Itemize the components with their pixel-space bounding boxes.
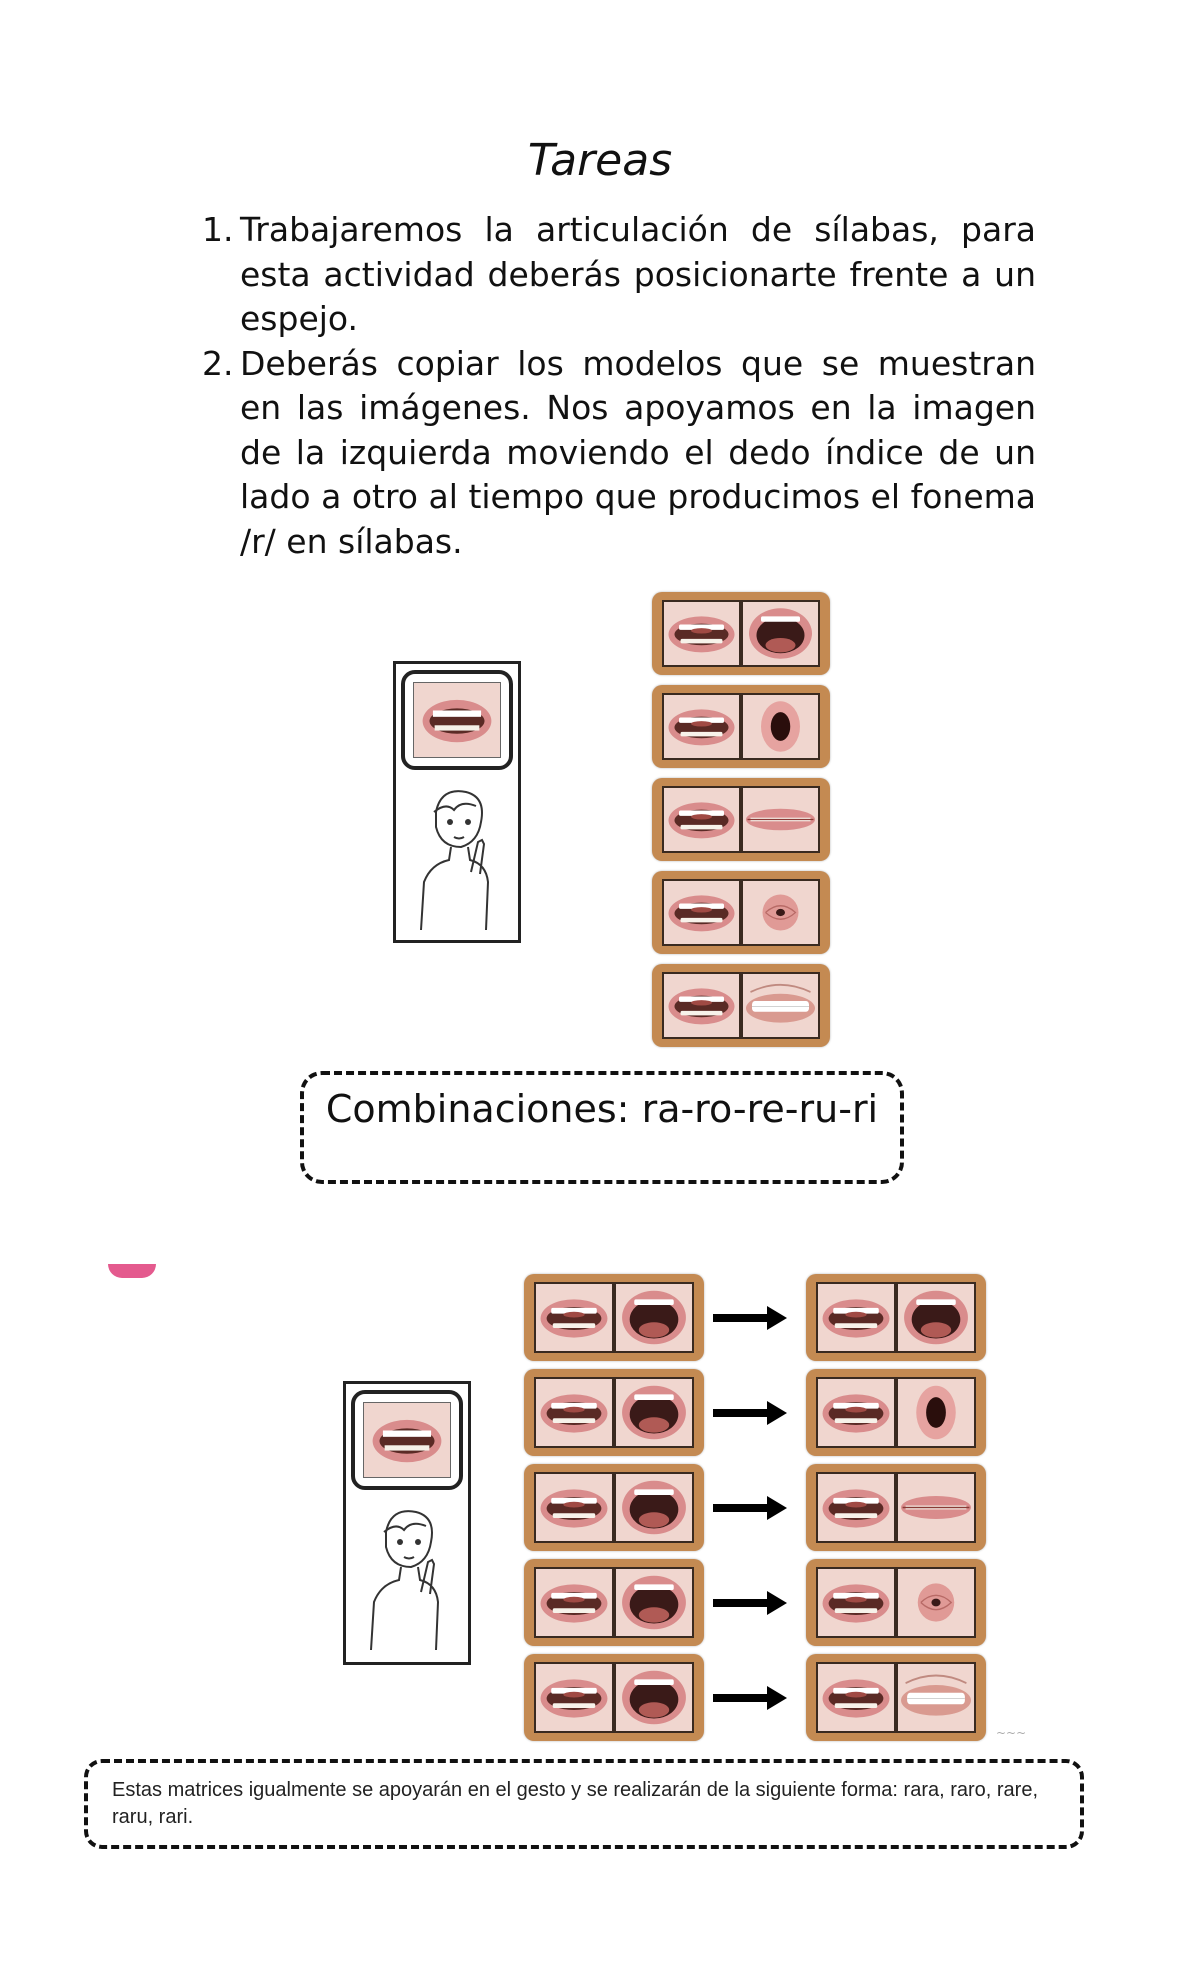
mouth-pair-frame xyxy=(524,1274,704,1361)
mouth-pair-frame xyxy=(652,871,830,954)
mouth-pair-frame xyxy=(652,778,830,861)
watermark-logo: ~~~ xyxy=(996,1726,1027,1740)
pink-decoration xyxy=(108,1264,156,1278)
mouth-pair-frame xyxy=(524,1464,704,1551)
mouth-open-a-image xyxy=(614,1377,694,1448)
mouth-pair-frame xyxy=(524,1559,704,1646)
mouth-tongue-r-image xyxy=(662,786,741,853)
mouth-smile-i-image xyxy=(741,972,820,1039)
mouth-tongue-r-image xyxy=(534,1377,614,1448)
task-item-2: 2. Deberás copiar los modelos que se mue… xyxy=(202,342,1036,565)
gesture-card xyxy=(343,1381,471,1665)
mouth-pair-frame xyxy=(806,1274,986,1361)
mouth-tongue-r-image xyxy=(534,1472,614,1543)
mouth-pair-frame xyxy=(806,1654,986,1741)
task-list: 1. Trabajaremos la articulación de sílab… xyxy=(202,208,1036,564)
gesture-mouth-image xyxy=(401,670,513,770)
mouth-tongue-r-image xyxy=(662,972,741,1039)
note-box: Estas matrices igualmente se apoyarán en… xyxy=(84,1759,1084,1849)
mouth-spread-e-image xyxy=(896,1472,976,1543)
mouth-open-a-image xyxy=(614,1662,694,1733)
mouth-open-a-image xyxy=(614,1472,694,1543)
mouth-smile-i-image xyxy=(896,1662,976,1733)
task-text: Trabajaremos la articulación de sílabas,… xyxy=(240,210,1036,338)
gesture-mouth-image xyxy=(351,1390,463,1490)
mouth-open-a-image xyxy=(614,1567,694,1638)
task-text: Deberás copiar los modelos que se muestr… xyxy=(240,343,1036,561)
mouth-pair-frame xyxy=(524,1369,704,1456)
boy-figure-icon xyxy=(370,1510,440,1651)
mouth-pair-frame xyxy=(806,1464,986,1551)
arrow-right-icon xyxy=(713,1401,787,1429)
boy-figure-icon xyxy=(420,790,490,931)
gesture-card xyxy=(393,661,521,943)
mouth-pair-frame xyxy=(652,685,830,768)
mouth-tongue-r-image xyxy=(534,1662,614,1733)
mouth-open-a-image xyxy=(741,600,820,667)
arrow-right-icon xyxy=(713,1591,787,1619)
mouth-pair-frame xyxy=(652,964,830,1047)
arrow-right-icon xyxy=(713,1496,787,1524)
mouth-round-o-image xyxy=(741,693,820,760)
task-item-1: 1. Trabajaremos la articulación de sílab… xyxy=(202,208,1036,342)
mouth-pair-frame xyxy=(524,1654,704,1741)
mouth-image xyxy=(414,683,500,757)
arrow-right-icon xyxy=(713,1686,787,1714)
mouth-tongue-r-image xyxy=(816,1662,896,1733)
mouth-tongue-r-image xyxy=(816,1472,896,1543)
mouth-pucker-u-image xyxy=(741,879,820,946)
mouth-tongue-r-image xyxy=(662,600,741,667)
mouth-pair-frame xyxy=(806,1369,986,1456)
mouth-tongue-r-image xyxy=(662,693,741,760)
mouth-pucker-u-image xyxy=(896,1567,976,1638)
mouth-round-o-image xyxy=(896,1377,976,1448)
mouth-tongue-r-image xyxy=(816,1567,896,1638)
arrow-right-icon xyxy=(713,1306,787,1334)
mouth-image xyxy=(364,1403,450,1477)
task-number: 1. xyxy=(202,210,234,249)
task-number: 2. xyxy=(202,343,234,383)
mouth-pair-frame xyxy=(652,592,830,675)
mouth-tongue-r-image xyxy=(534,1567,614,1638)
combinations-box: Combinaciones: ra-ro-re-ru-ri xyxy=(300,1071,904,1184)
mouth-pair-frame xyxy=(806,1559,986,1646)
mouth-tongue-r-image xyxy=(816,1282,896,1353)
mouth-open-a-image xyxy=(614,1282,694,1353)
mouth-spread-e-image xyxy=(741,786,820,853)
mouth-open-a-image xyxy=(896,1282,976,1353)
mouth-tongue-r-image xyxy=(662,879,741,946)
mouth-tongue-r-image xyxy=(534,1282,614,1353)
page-title: Tareas xyxy=(527,135,673,186)
mouth-tongue-r-image xyxy=(816,1377,896,1448)
